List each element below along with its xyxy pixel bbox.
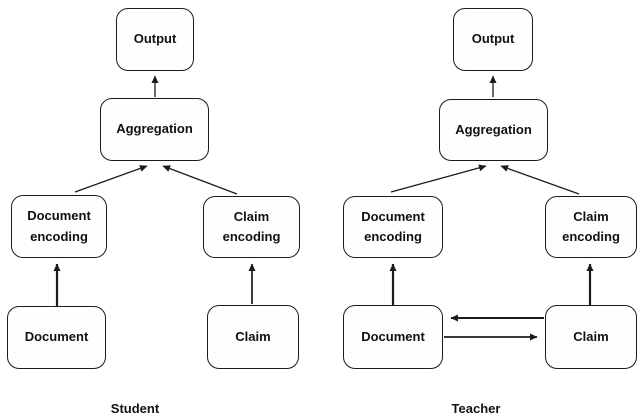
student-document-encoding-node: Document encoding [11,195,107,258]
node-label: Output [133,31,177,47]
teacher-claim-node: Claim [545,305,637,369]
teacher-edge-document-encoding-to-aggregation [390,164,487,193]
student-output-node: Output [116,8,194,71]
node-label: Output [471,31,515,47]
teacher-caption: Teacher [451,401,501,416]
student-aggregation-node: Aggregation [100,98,209,161]
node-label: Claim [235,328,271,344]
node-label: Claim encoding [222,208,281,244]
node-label: Aggregation [116,121,193,137]
teacher-document-encoding-node: Document encoding [343,196,443,258]
teacher-claim-encoding-node: Claim encoding [545,196,637,258]
teacher-document-node: Document [343,305,443,369]
node-label: Claim [573,328,609,344]
student-claim-node: Claim [207,305,299,369]
teacher-aggregation-node: Aggregation [439,99,548,161]
student-edge-document-encoding-to-aggregation [74,165,148,193]
student-claim-encoding-node: Claim encoding [203,196,300,258]
student-edge-claim-encoding-to-aggregation [162,165,238,195]
node-label: Document encoding [27,208,91,244]
node-label: Aggregation [455,121,532,137]
node-label: Claim encoding [562,208,620,244]
teacher-edge-claim-encoding-to-aggregation [500,165,580,195]
node-label: Document [24,329,89,345]
teacher-output-node: Output [453,8,533,71]
node-label: Document [361,328,425,344]
student-caption: Student [110,401,160,416]
node-label: Document encoding [361,208,425,244]
student-document-node: Document [7,306,106,369]
